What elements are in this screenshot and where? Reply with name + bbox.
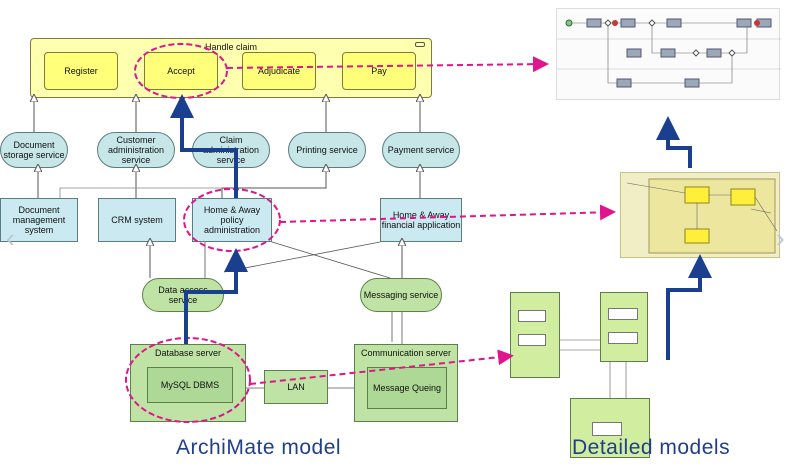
message-queing-label: Message Queing [372, 383, 442, 393]
app-home-away-policy-label: Home & Away policy administration [203, 205, 261, 235]
process-accept: Accept [144, 52, 218, 90]
service-customer-admin-label: Customer administration service [107, 135, 165, 165]
caption-archimate-model: ArchiMate model [176, 436, 342, 459]
caption-detailed-models: Detailed models [572, 436, 731, 459]
service-document-storage-label: Document storage service [3, 140, 65, 160]
next-slide-icon[interactable]: › [776, 223, 785, 253]
process-adjudicate: Adjudicate [242, 52, 316, 90]
service-messaging-label: Messaging service [363, 290, 439, 300]
service-data-access-label: Data access service [158, 285, 208, 305]
service-data-access: Data access service [142, 278, 224, 312]
service-printing-label: Printing service [296, 145, 358, 155]
process-register-label: Register [64, 66, 98, 76]
app-home-away-financial: Home & Away financial application [380, 198, 462, 242]
app-home-away-policy: Home & Away policy administration [192, 198, 272, 242]
message-queing: Message Queing [367, 367, 447, 409]
mysql-dbms: MySQL DBMS [147, 367, 233, 403]
service-document-storage: Document storage service [0, 132, 68, 168]
deployment-component-c [608, 308, 638, 320]
node-communication-server-label: Communication server [360, 348, 452, 358]
bpmn-diagram-thumbnail [556, 8, 781, 100]
service-customer-admin: Customer administration service [97, 132, 175, 168]
process-adjudicate-label: Adjudicate [257, 66, 301, 76]
handle-claim-label: Handle claim [204, 42, 258, 52]
deployment-component-e [592, 422, 622, 436]
bpmn-diagram-svg [557, 18, 781, 88]
service-printing: Printing service [288, 132, 366, 168]
service-payment-label: Payment service [387, 145, 455, 155]
app-document-management: Document management system [0, 198, 78, 242]
deployment-component-b [518, 334, 546, 346]
mysql-dbms-label: MySQL DBMS [160, 380, 220, 390]
app-crm: CRM system [98, 198, 176, 242]
process-accept-label: Accept [167, 66, 195, 76]
node-database-server: Database server MySQL DBMS [130, 344, 246, 422]
service-claim-admin: Claim administration service [192, 132, 270, 168]
deployment-node-server [600, 292, 648, 362]
app-home-away-financial-label: Home & Away financial application [381, 210, 461, 230]
lan: LAN [264, 370, 328, 404]
process-icon [415, 42, 425, 47]
service-messaging: Messaging service [360, 278, 442, 312]
node-communication-server: Communication server Message Queing [354, 344, 458, 422]
prev-slide-icon[interactable]: ‹ [6, 223, 15, 253]
app-crm-label: CRM system [111, 215, 163, 225]
process-register: Register [44, 52, 118, 90]
process-pay-label: Pay [371, 66, 387, 76]
service-payment: Payment service [382, 132, 460, 168]
node-database-server-label: Database server [154, 348, 222, 358]
lan-label: LAN [287, 382, 305, 392]
application-component-diagram-svg [626, 178, 778, 254]
deployment-component-d [608, 332, 638, 344]
service-claim-admin-label: Claim administration service [202, 135, 260, 165]
deployment-component-a [518, 310, 546, 322]
deployment-diagram-thumbnail [496, 288, 652, 464]
process-pay: Pay [342, 52, 416, 90]
application-component-diagram-thumbnail [620, 172, 780, 258]
app-document-management-label: Document management system [12, 205, 66, 235]
